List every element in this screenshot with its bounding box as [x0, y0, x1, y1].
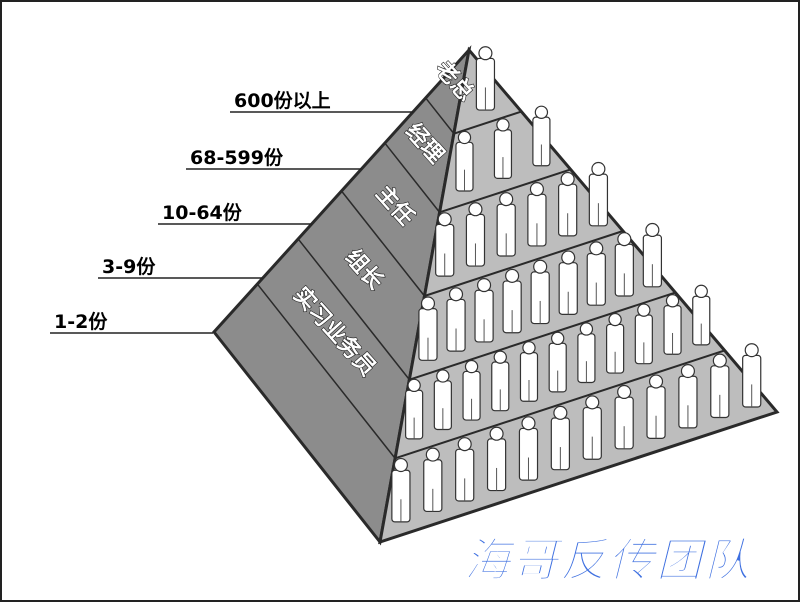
person-figure-head [477, 278, 492, 293]
person-figure-head [448, 287, 464, 302]
person-figure-head [425, 447, 440, 462]
person-figure-head [436, 369, 450, 383]
person-figure-head [522, 341, 536, 355]
person-figure-head [529, 182, 544, 197]
person-figure-head [637, 303, 651, 317]
tier-divider-front [394, 349, 725, 460]
person-figure-head [712, 353, 727, 368]
person-figure-head [496, 118, 510, 132]
person-figure-head [521, 416, 536, 431]
level-label-2: 10-64份 [162, 202, 242, 224]
person-figure-head [645, 222, 660, 238]
person-figure-head [551, 331, 565, 346]
person-figure-head [489, 426, 504, 441]
person-figure-head [478, 46, 493, 61]
person-figure-head [680, 364, 695, 379]
person-figure-head [420, 296, 436, 311]
person-figure-head [608, 312, 622, 327]
person-figure-head [505, 268, 520, 283]
person-figure-head [648, 374, 664, 389]
person-figure-head [579, 322, 594, 336]
tier-divider-front [424, 230, 624, 297]
person-figure-head [694, 284, 708, 299]
person-figure-head [561, 250, 576, 265]
person-figure-head [589, 241, 604, 256]
person-figure-head [493, 350, 507, 364]
tier-divider-left [256, 283, 396, 459]
person-figure-head [457, 437, 472, 452]
person-figure-head [665, 294, 680, 308]
person-figure-head [560, 171, 575, 187]
person-figure-head [553, 405, 568, 420]
level-label-4: 1-2份 [54, 311, 108, 333]
level-label-3: 3-9份 [102, 256, 156, 278]
person-figure-head [464, 359, 479, 374]
person-figure-head [617, 384, 632, 400]
person-figure-head [407, 378, 421, 393]
person-figure-head [393, 457, 408, 473]
person-figure-head [617, 232, 632, 247]
person-figure-head [744, 343, 759, 358]
tier-divider-left [425, 97, 455, 135]
person-figure-head [499, 192, 514, 207]
tier-divider-left [297, 238, 410, 381]
person-figure-head [457, 130, 472, 145]
tier-divider-left [384, 142, 441, 213]
person-figure-head [534, 105, 549, 119]
tier-divider-left [340, 190, 426, 297]
person-figure-head [585, 395, 600, 410]
tier-divider-front [453, 110, 522, 135]
person-figure-head [468, 202, 483, 217]
person-figure-head [533, 259, 548, 274]
tier-divider-front [409, 291, 676, 381]
person-figure-head [591, 161, 606, 177]
level-label-1: 68-599份 [190, 147, 283, 169]
level-label-0: 600份以上 [234, 90, 331, 112]
person-figure-head [437, 212, 452, 227]
watermark: 海哥反传团队 [464, 533, 752, 588]
tier-divider-front [439, 168, 571, 214]
